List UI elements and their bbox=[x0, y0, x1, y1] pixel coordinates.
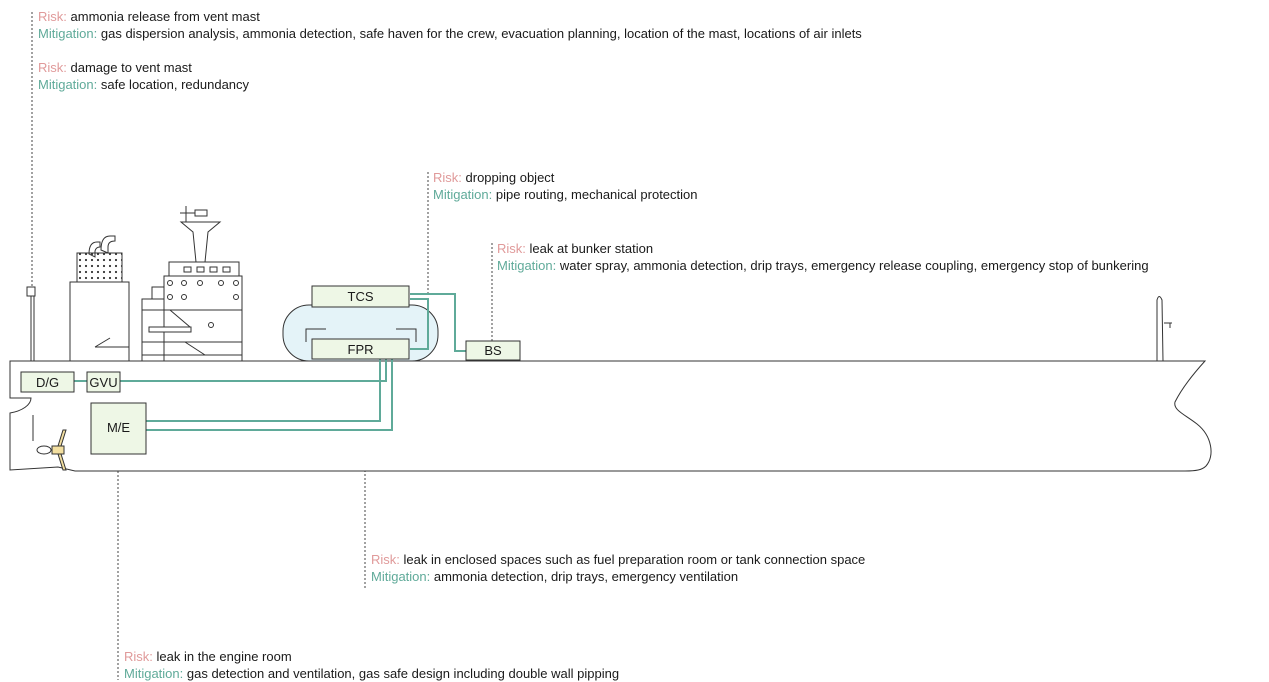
risk-label: Risk: bbox=[497, 241, 526, 256]
tcs-label: TCS bbox=[348, 289, 374, 304]
mitigation-text: gas detection and ventilation, gas safe … bbox=[186, 666, 620, 681]
annotation-enclosed-leak: Risk: leak in enclosed spaces such as fu… bbox=[371, 551, 865, 585]
vent-mast bbox=[26, 286, 36, 361]
mitigation-label: Mitigation: bbox=[433, 187, 493, 202]
fuel-pipes bbox=[74, 293, 466, 431]
risk-text: ammonia release from vent mast bbox=[70, 9, 260, 24]
fpr-box: FPR bbox=[311, 338, 410, 360]
mitigation-label: Mitigation: bbox=[124, 666, 184, 681]
tcs-box: TCS bbox=[311, 285, 410, 308]
risk-text: dropping object bbox=[465, 170, 555, 185]
mitigation-text: safe location, redundancy bbox=[100, 77, 250, 92]
superstructure bbox=[141, 206, 243, 362]
gvu-label: GVU bbox=[89, 375, 117, 390]
risk-label: Risk: bbox=[433, 170, 462, 185]
fpr-label: FPR bbox=[348, 342, 374, 357]
mitigation-label: Mitigation: bbox=[38, 26, 98, 41]
mitigation-text: ammonia detection, drip trays, emergency… bbox=[433, 569, 739, 584]
annotation-vent-release: Risk: ammonia release from vent mast Mit… bbox=[38, 8, 862, 42]
risk-text: leak in the engine room bbox=[156, 649, 292, 664]
tank-saddle-right bbox=[396, 328, 417, 342]
ship-hull bbox=[9, 360, 1212, 472]
risk-text: damage to vent mast bbox=[70, 60, 192, 75]
annotation-bunker-leak: Risk: leak at bunker station Mitigation:… bbox=[497, 240, 1149, 274]
bs-label: BS bbox=[484, 343, 502, 358]
annotation-vent-damage: Risk: damage to vent mast Mitigation: sa… bbox=[38, 59, 249, 93]
risk-label: Risk: bbox=[371, 552, 400, 567]
propeller-icon bbox=[32, 415, 67, 471]
risk-label: Risk: bbox=[38, 60, 67, 75]
mitigation-text: gas dispersion analysis, ammonia detecti… bbox=[100, 26, 862, 41]
mitigation-label: Mitigation: bbox=[38, 77, 98, 92]
me-box: M/E bbox=[90, 402, 147, 455]
annotation-engine-leak: Risk: leak in the engine room Mitigation… bbox=[124, 648, 619, 682]
mitigation-label: Mitigation: bbox=[371, 569, 431, 584]
risk-label: Risk: bbox=[38, 9, 67, 24]
annotation-dropping-object: Risk: dropping object Mitigation: pipe r… bbox=[433, 169, 698, 203]
bow-mast bbox=[1156, 296, 1172, 362]
mitigation-label: Mitigation: bbox=[497, 258, 557, 273]
dg-box: D/G bbox=[20, 371, 75, 393]
risk-label: Risk: bbox=[124, 649, 153, 664]
gvu-box: GVU bbox=[86, 371, 121, 393]
me-label: M/E bbox=[107, 420, 130, 435]
risk-text: leak at bunker station bbox=[529, 241, 654, 256]
dg-label: D/G bbox=[36, 375, 59, 390]
tank-saddle-left bbox=[305, 328, 326, 342]
mitigation-text: pipe routing, mechanical protection bbox=[495, 187, 698, 202]
bs-box: BS bbox=[465, 340, 521, 361]
mitigation-text: water spray, ammonia detection, drip tra… bbox=[559, 258, 1149, 273]
risk-text: leak in enclosed spaces such as fuel pre… bbox=[403, 552, 866, 567]
funnel bbox=[69, 235, 130, 362]
leader-lines bbox=[31, 12, 493, 680]
